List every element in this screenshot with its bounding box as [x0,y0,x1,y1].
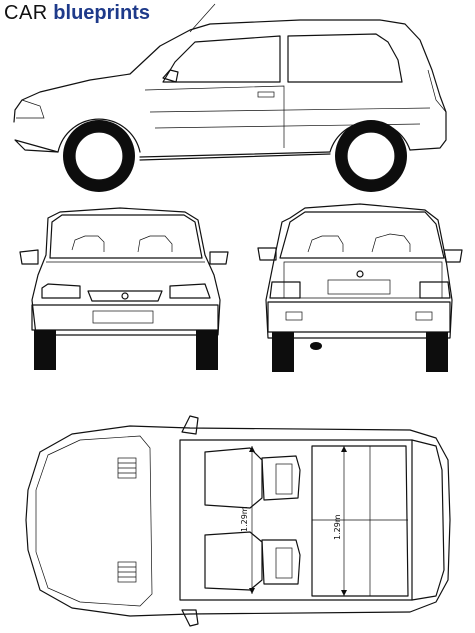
rear-seat-left [307,235,344,253]
side-crease [149,107,431,113]
top-front-seat-upper [204,447,263,509]
top-mirror-upper [181,415,199,435]
rear-mirror-left [257,247,277,261]
front-badge [121,292,129,300]
rear-reflector-right [415,311,433,321]
top-front-seat-back-upper [261,455,301,501]
top-mirror-lower [181,609,199,627]
rear-seat-right [371,233,411,253]
front-seat-right [137,235,173,253]
door-handle [257,91,275,98]
brand-logo-car: CAR [4,2,48,24]
rear-tyre-right [426,332,448,372]
front-mirror-right [209,251,229,265]
top-cabin [179,439,413,601]
front-tyre-left [34,330,56,370]
top-view: 1.29m 1.29m [25,415,451,627]
rear-reflector-left [285,311,303,321]
top-body-outline [25,425,451,617]
top-front-seat-back-lower [261,539,301,585]
side-headlight [16,99,45,119]
rear-window [279,211,445,259]
dim-label-rear: 1.29m [333,514,342,540]
top-rear-edge [411,439,445,601]
side-window-rear [287,33,403,83]
top-rear-bench [311,445,409,597]
rear-plate [327,279,391,295]
rear-bumper [267,301,451,333]
side-mirror [162,69,179,83]
rear-mirror-right [443,249,463,263]
front-view [19,207,229,370]
front-body-outline [31,207,221,336]
rear-view [257,203,463,372]
dim-label-front: 1.29m [240,506,249,532]
side-taillight [427,69,447,113]
side-door-line [144,85,285,148]
rear-exhaust [310,342,322,350]
front-seat-left [71,235,105,252]
front-windscreen [49,214,203,259]
front-headlight-left [41,283,81,299]
front-bumper [31,304,219,331]
front-arch [57,118,141,153]
rear-light-right [419,281,451,299]
side-view [13,3,447,192]
brand-logo: CAR blueprints [4,1,150,25]
side-sill [139,153,331,161]
front-tyre-right [196,330,218,370]
front-headlight-right [169,283,211,299]
rear-badge [356,270,364,278]
top-bonnet [35,435,153,607]
rear-tyre-left [272,332,294,372]
top-headrest-upper [275,463,293,495]
front-wheel-rim [74,131,124,181]
front-mirror-left [19,249,39,265]
brand-logo-blueprints: blueprints [53,2,150,24]
top-front-seat-lower [204,531,263,591]
front-plate [92,310,154,324]
rear-light-left [269,281,301,299]
rear-wheel-rim [346,131,396,181]
antenna [189,3,216,33]
top-headrest-lower [275,547,293,579]
front-grille [87,290,163,302]
side-window-front [162,35,281,83]
